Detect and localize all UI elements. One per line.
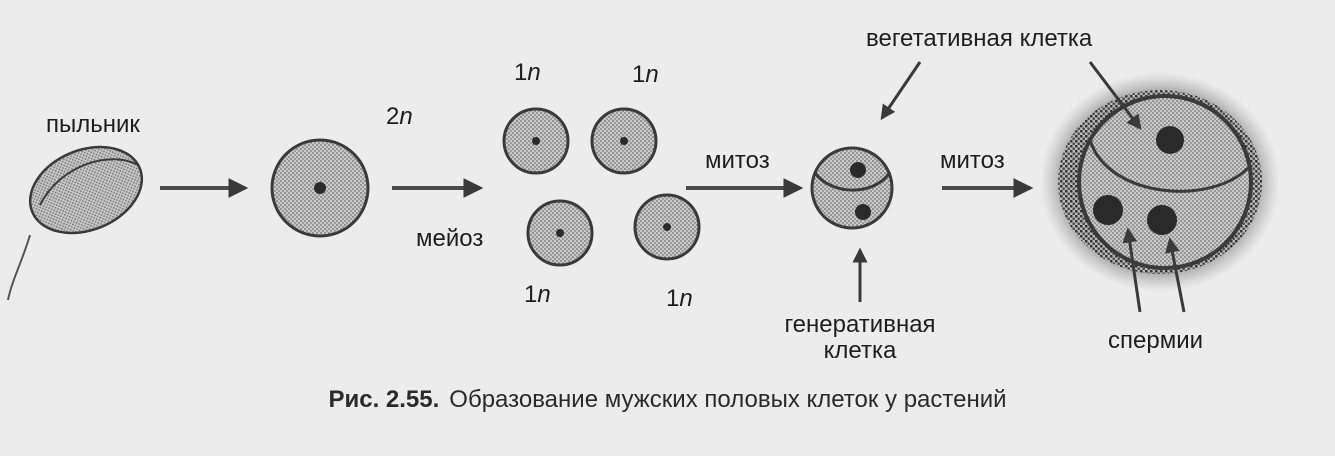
label-ploidy-1n-a: 1n (514, 59, 541, 86)
cell-2n (270, 138, 370, 238)
label-mitosis-1: митоз (705, 147, 770, 174)
label-ploidy-2n: 2n (386, 103, 413, 130)
label-ploidy-1n-b: 1n (632, 61, 659, 88)
caption-text: Образование мужских половых клеток у рас… (449, 386, 1007, 413)
figure-caption: Рис. 2.55. Образование мужских половых кл… (0, 386, 1335, 414)
pointer-vegetative-2 (1088, 61, 1142, 130)
pointer-sperm-2 (1165, 237, 1186, 313)
cell-1n-top-left (502, 107, 570, 175)
cell-1n-bottom-right (633, 193, 701, 261)
pointer-sperm-1 (1122, 227, 1142, 313)
label-sperm: спермии (1108, 327, 1204, 354)
label-meiosis: мейоз (416, 225, 484, 252)
pollen-grain-mature (1040, 72, 1280, 292)
pointer-vegetative (880, 61, 922, 121)
caption-number: Рис. 2.55. (328, 386, 440, 413)
label-vegetative-cell: вегетативная клетка (866, 25, 1093, 52)
cell-1n-top-right (590, 107, 658, 175)
label-ploidy-1n-d: 1n (666, 285, 693, 312)
anther-shape (7, 145, 144, 301)
label-ploidy-1n-c: 1n (524, 281, 551, 308)
cell-1n-bottom-left (526, 199, 594, 267)
label-anther: пыльник (46, 111, 140, 138)
pollen-grain-young (810, 146, 894, 230)
label-generative-cell: генеративная клетка (784, 311, 936, 365)
label-mitosis-2: митоз (940, 147, 1005, 174)
